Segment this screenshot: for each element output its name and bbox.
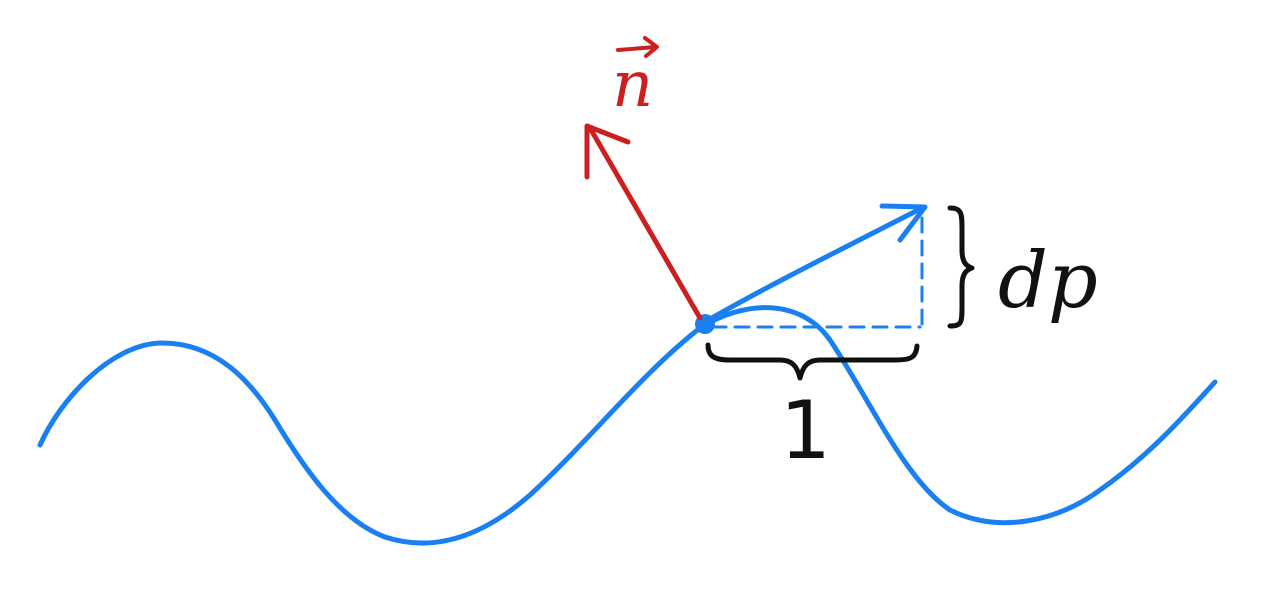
tangent-vector — [702, 203, 928, 325]
normal-vector — [584, 123, 703, 321]
tangent-arrowhead — [879, 203, 928, 243]
normal-label: n — [612, 36, 659, 122]
run-label: 1 — [780, 384, 831, 477]
run-brace — [705, 342, 920, 381]
arrow-icon — [584, 123, 631, 180]
rise-brace — [947, 205, 975, 329]
normal-label-text: n — [612, 48, 653, 122]
wavy-curve — [37, 305, 1218, 546]
rise-label: dp — [998, 236, 1098, 326]
overhead-arrow-icon — [616, 36, 659, 58]
